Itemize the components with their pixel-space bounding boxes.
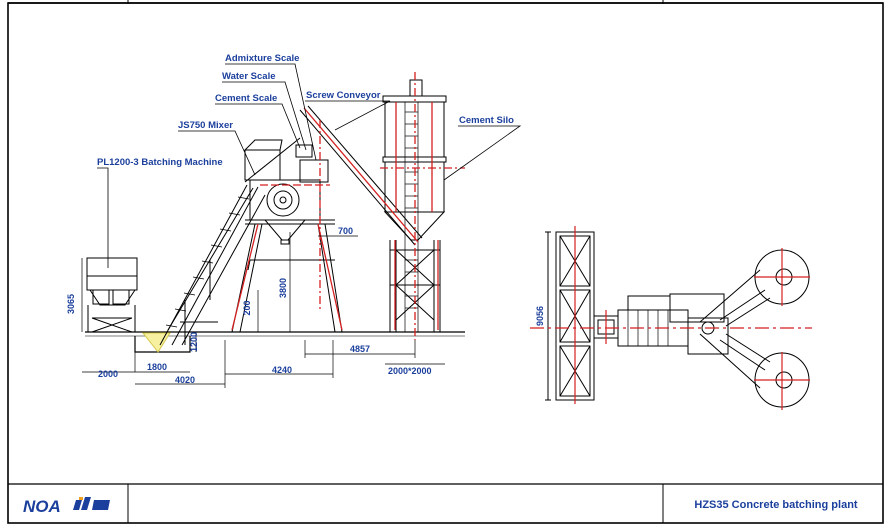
dim-9056: 9056 [535,306,545,326]
dim-2000: 2000 [98,369,118,379]
drawing-title: HZS35 Concrete batching plant [694,499,858,511]
label-admixture-scale: Admixture Scale [225,53,299,64]
dim-4240: 4240 [272,365,292,375]
leader-lines [97,63,522,268]
label-screw-conveyor: Screw Conveyor [306,90,381,101]
dim-1800: 1800 [147,362,167,372]
dim-2000x2000: 2000*2000 [388,366,432,376]
plan-view-centerlines [530,226,812,410]
label-mixer: JS750 Mixer [178,120,233,131]
dim-4857: 4857 [350,344,370,354]
logo-mark-icon [73,497,110,510]
sheet-frame [7,0,884,524]
dim-4020: 4020 [175,375,195,385]
dim-3065: 3065 [66,294,76,314]
centerlines [231,72,465,340]
dim-700: 700 [338,226,353,236]
dim-1200: 1200 [189,332,199,352]
logo: NOA [23,497,110,516]
label-cement-scale: Cement Scale [215,93,277,104]
batching-machine [86,257,171,353]
ground-line [85,331,465,353]
dimension-lines [81,232,445,388]
label-water-scale: Water Scale [222,71,276,82]
logo-text: NOA [23,497,61,516]
label-batching-machine: PL1200-3 Batching Machine [97,157,223,168]
dim-3800: 3800 [278,278,288,298]
dim-200: 200 [242,300,252,315]
screw-conveyor [299,105,423,246]
plan-view [545,231,810,408]
label-cement-silo: Cement Silo [459,115,514,126]
